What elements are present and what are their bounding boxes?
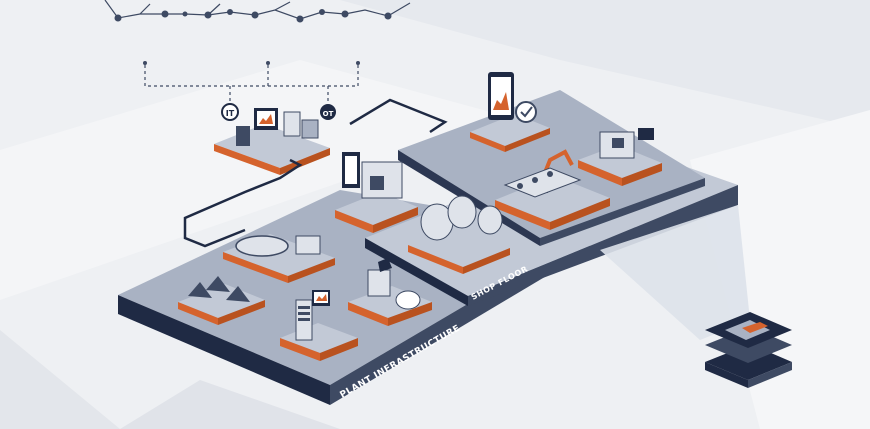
round-tank: [223, 234, 335, 283]
it-ot-platform: IT OT: [214, 103, 336, 175]
boiler: [348, 258, 432, 326]
conveyor-icon: [503, 167, 582, 198]
projection-beam: [600, 205, 750, 340]
network-nodes-icon: [104, 0, 411, 23]
layer-stack-icon: [705, 312, 792, 388]
server-rack-icon: [280, 290, 358, 361]
it-badge-label: IT: [226, 109, 235, 118]
tablet-chart-icon: [470, 72, 550, 152]
it-badge-icon: [221, 103, 239, 121]
checkmark-icon: [515, 101, 537, 123]
tank-icon: [408, 195, 510, 274]
dashed-connectors: [143, 61, 360, 103]
monitor-station: [335, 152, 418, 233]
ot-badge-icon: [320, 104, 336, 120]
link-lines: [183, 98, 448, 248]
ot-badge-label: OT: [323, 110, 334, 118]
cnc-machine: [578, 128, 662, 186]
storage-tents: [178, 276, 265, 325]
